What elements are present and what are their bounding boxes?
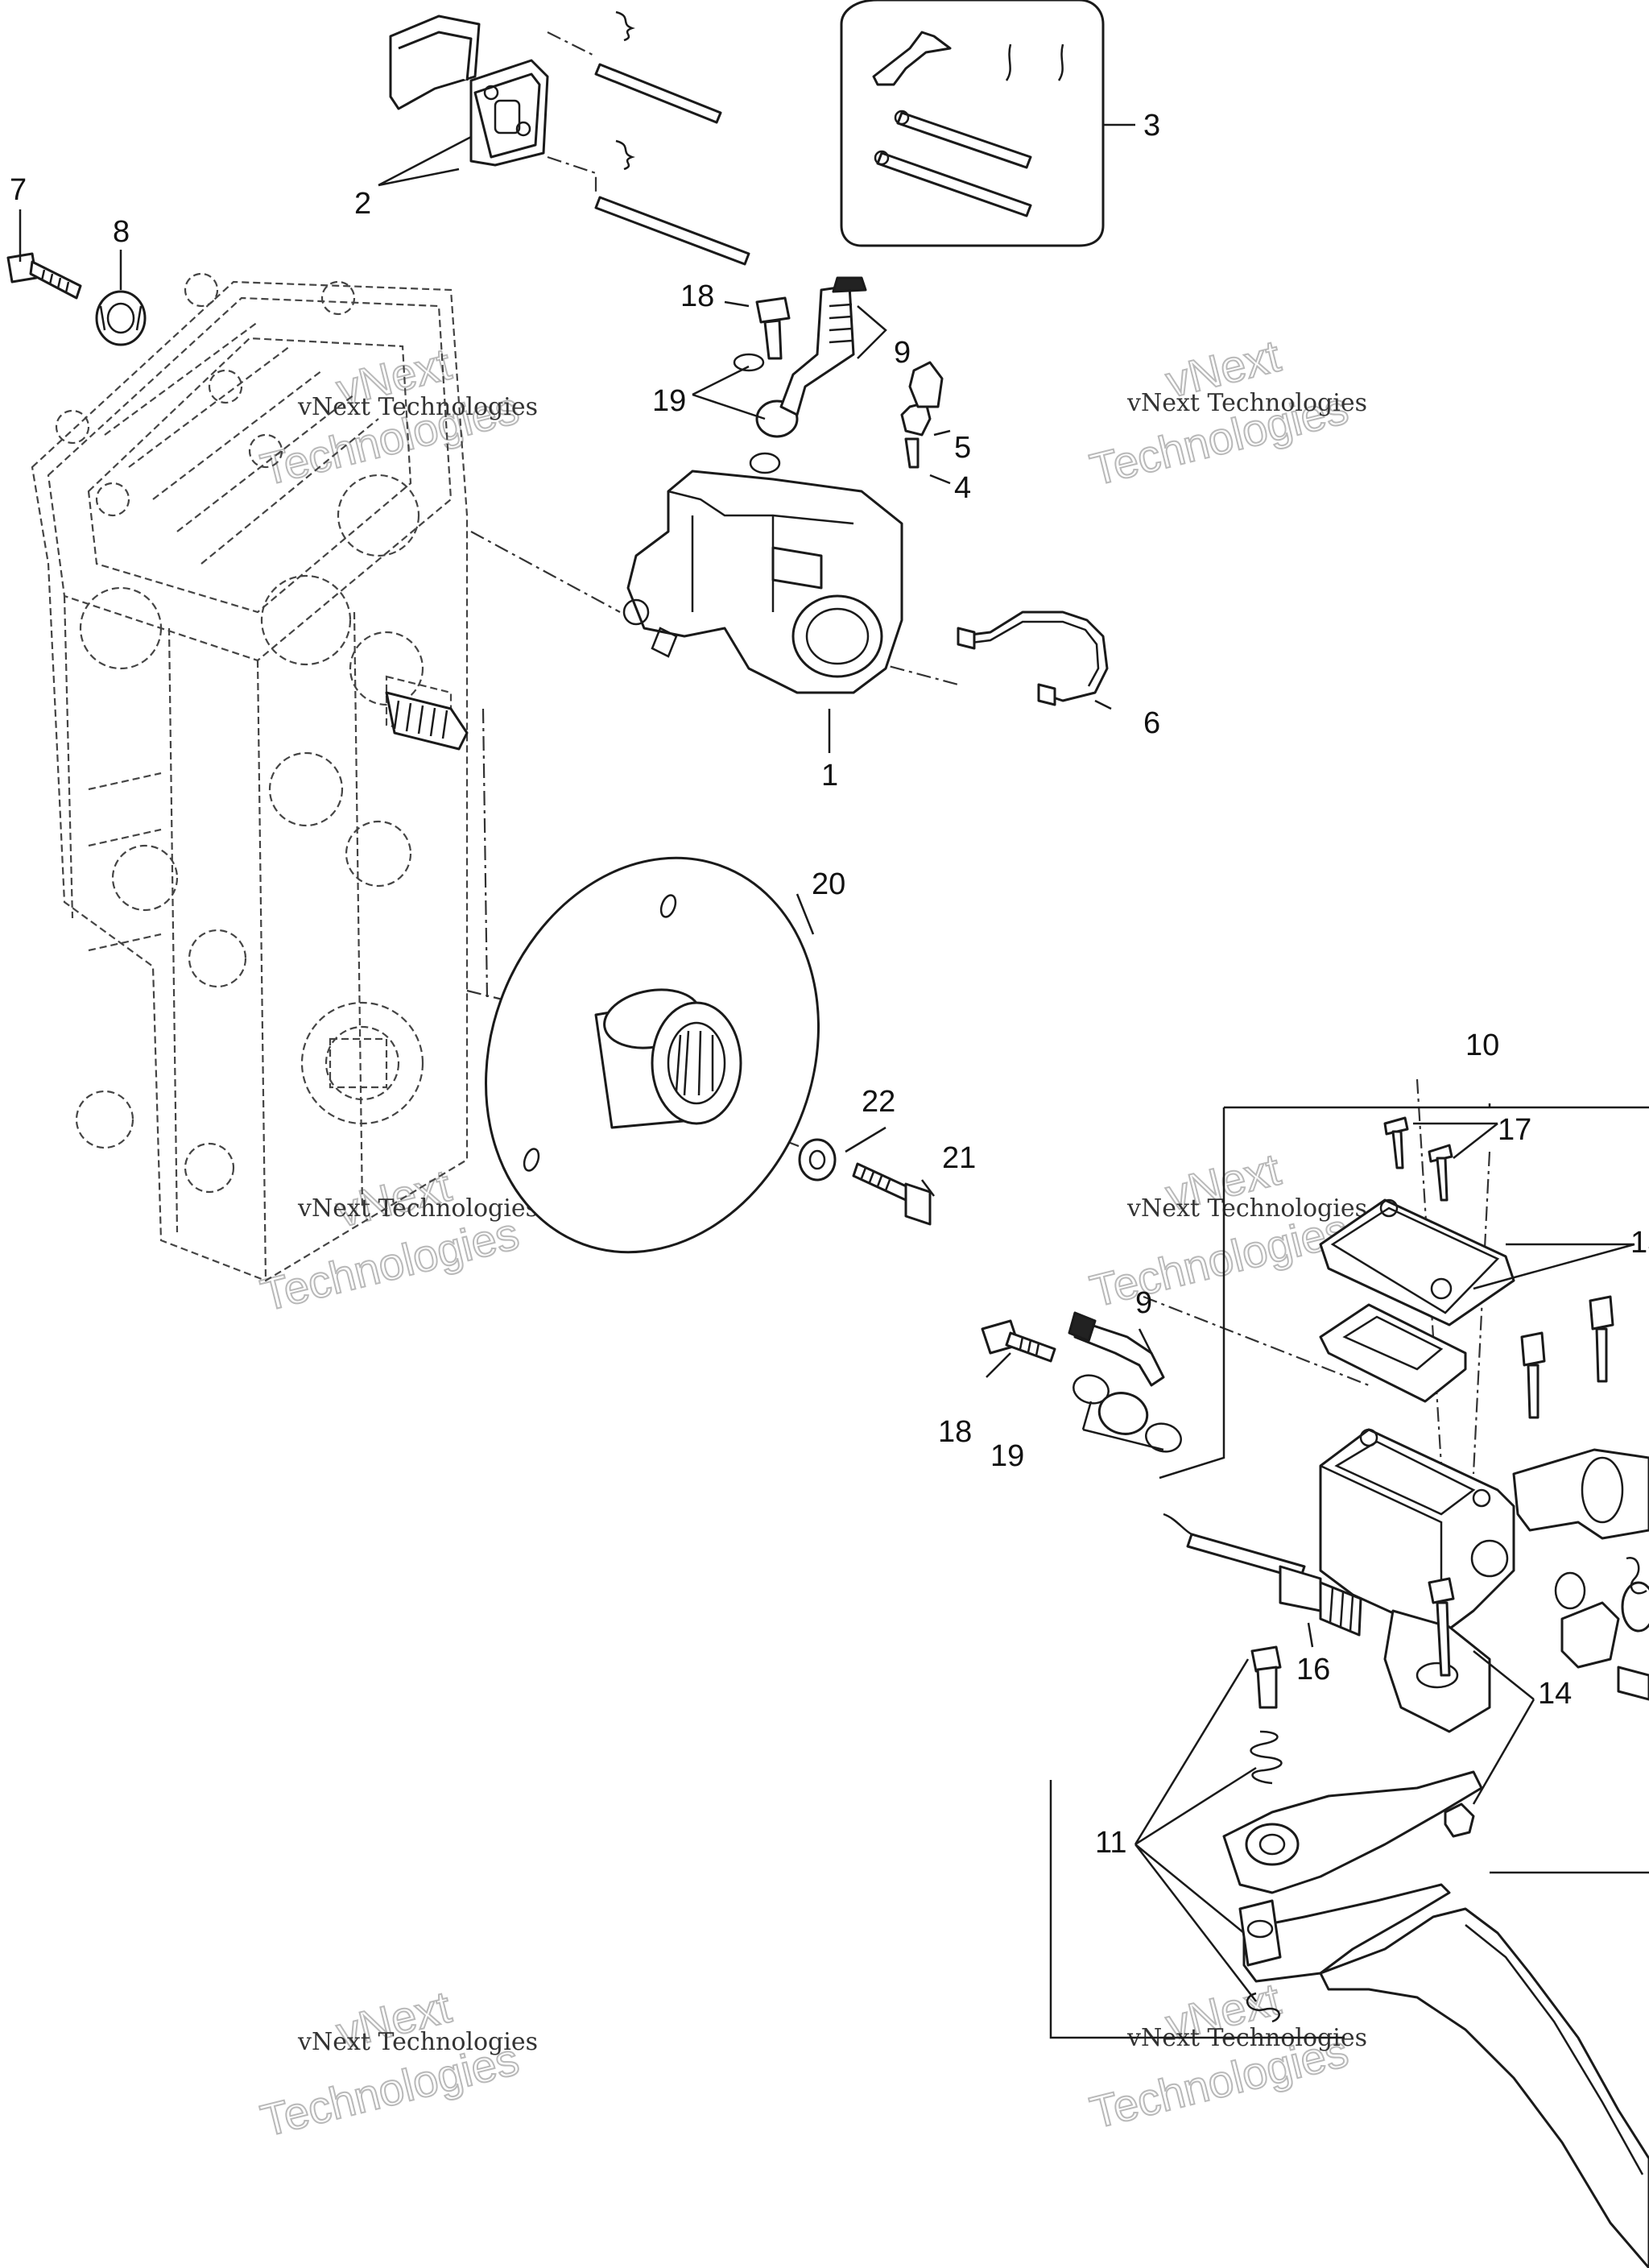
watermark-text: vNext Technologies [297,393,538,421]
pad-pins [594,10,750,266]
pin-kit-box [840,0,1105,247]
callout-8: 8 [113,215,130,249]
callout-10: 10 [1465,1028,1499,1062]
master-cylinder-assembly [1319,1116,1649,1838]
brake-disc [485,856,820,1254]
disc-washer [798,1138,837,1182]
callout-19-lower: 19 [990,1439,1024,1473]
gearbox-housing [31,272,469,1282]
lever-pivot-parts [1554,1556,1649,1701]
callout-14: 14 [1538,1677,1572,1711]
callout-4: 4 [954,471,971,505]
callout-9-lower: 9 [1135,1286,1152,1320]
brake-line-upper [733,276,867,474]
watermark-3: vNext Technologies vNext Technologies [255,1159,538,1322]
brake-pads [389,14,549,167]
callout-20: 20 [812,867,845,901]
brake-line-lower [981,1311,1182,1453]
callout-7: 7 [10,173,27,207]
gearbox-output-shaft [385,691,469,751]
callout-18-upper: 18 [680,279,714,313]
housing-bolt [6,252,82,300]
callout-17: 17 [1498,1113,1531,1147]
brake-lever [1222,1770,1649,2268]
callout-19-upper: 19 [652,384,686,418]
callout-22: 22 [862,1085,895,1119]
callout-1: 1 [821,759,838,793]
callout-13: 13 [1630,1226,1649,1260]
callout-21: 21 [942,1141,976,1175]
bleeder-screw [900,401,932,469]
pivot-pin-kit [1246,1645,1283,2023]
watermark-1: vNext Technologies vNext Technologies [255,337,538,496]
watermark-text: vNext Technologies [297,1194,538,1223]
callout-3: 3 [1143,109,1160,143]
watermark-2: vNext Technologies vNext Technologies [1085,329,1367,496]
watermark-text: vNext Technologies [1126,1194,1367,1223]
leader-lines [19,123,1635,2002]
watermark-text: vNext Technologies [1126,389,1367,417]
bleeder-cap [908,361,944,408]
callout-5: 5 [954,431,971,465]
crossover-tube [957,610,1109,706]
callout-2: 2 [354,187,371,221]
watermark-5: vNext Technologies vNext Technologies [255,1980,538,2147]
pushrod-assembly [1163,1513,1362,1637]
callout-18-lower: 18 [938,1415,972,1449]
callout-9-upper: 9 [894,336,911,370]
assembly-bracket [1049,1106,1649,2039]
watermark-text: vNext Technologies [297,2028,538,2056]
watermark-6: vNext Technologies vNext Technologies [1085,1972,1367,2139]
callout-11: 11 [1095,1826,1126,1860]
callout-labels: 1 2 3 4 5 6 7 8 9 9 10 11 13 14 16 17 18… [10,109,1649,1860]
housing-nut [95,290,147,346]
watermark-4: vNext Technologies vNext Technologies [1085,1143,1367,1318]
disc-bolt [852,1162,932,1226]
brake-caliper [622,470,903,694]
callout-6: 6 [1143,706,1160,740]
callout-16: 16 [1296,1653,1330,1687]
